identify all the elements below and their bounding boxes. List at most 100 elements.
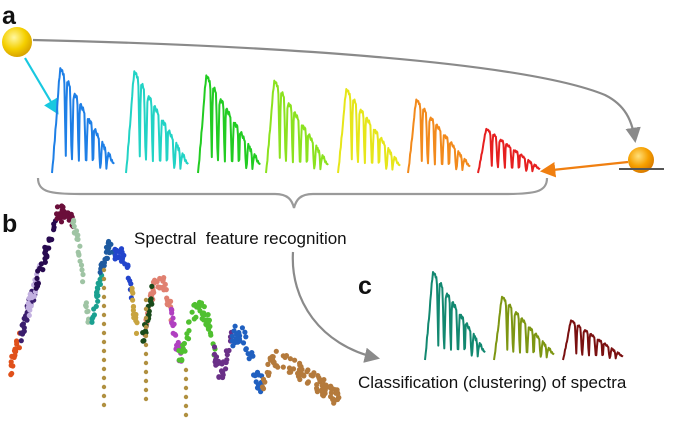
scatter-point bbox=[34, 275, 40, 281]
scatter-point bbox=[211, 344, 218, 350]
scatter-point bbox=[317, 377, 323, 383]
scatter-point bbox=[203, 321, 209, 327]
scatter-point bbox=[101, 303, 107, 309]
scatter-point bbox=[9, 370, 15, 377]
scatter-point bbox=[265, 372, 272, 378]
scatter-point bbox=[328, 394, 334, 400]
feature-recognition-caption: Spectral feature recognition bbox=[134, 229, 347, 248]
scatter-point bbox=[89, 316, 95, 322]
scatter-point bbox=[176, 357, 182, 363]
scatter-point bbox=[220, 359, 226, 365]
scatter-point bbox=[114, 247, 120, 253]
spectrum-4 bbox=[265, 79, 329, 174]
scatter-point bbox=[101, 294, 107, 300]
scatter-point bbox=[106, 245, 112, 251]
scatter-point bbox=[61, 214, 67, 220]
scatter-point bbox=[184, 331, 190, 337]
scatter-point bbox=[265, 361, 271, 367]
scatter-point bbox=[94, 290, 100, 296]
scatter-point bbox=[73, 228, 80, 234]
scatter-point bbox=[118, 246, 125, 252]
scatter-point bbox=[143, 297, 149, 303]
scatter-point bbox=[101, 366, 107, 372]
scatter-point bbox=[26, 302, 32, 308]
scatter-point bbox=[83, 302, 89, 308]
scatter-point bbox=[196, 305, 202, 311]
classification-arrow bbox=[291, 251, 381, 363]
scatter-point bbox=[172, 331, 178, 337]
scatter-point bbox=[160, 277, 166, 283]
scatter-point bbox=[223, 366, 229, 372]
high-sun-icon bbox=[2, 27, 32, 57]
scatter-point bbox=[59, 207, 65, 213]
scatter-point bbox=[75, 236, 81, 242]
scatter-point bbox=[97, 277, 104, 283]
scatter-point bbox=[249, 353, 255, 359]
scatter-point bbox=[311, 370, 317, 376]
scatter-point bbox=[48, 237, 54, 243]
scatter-point bbox=[292, 357, 298, 363]
scatter-point bbox=[108, 241, 114, 247]
spectrum-7 bbox=[477, 127, 541, 174]
scatter-point bbox=[20, 321, 26, 327]
orange-arrow bbox=[539, 160, 629, 178]
scatter-point bbox=[179, 349, 185, 355]
scatter-point bbox=[252, 372, 258, 378]
scatter-point bbox=[130, 297, 136, 303]
scatter-point bbox=[288, 369, 294, 375]
scatter-point bbox=[101, 276, 107, 282]
scatter-point bbox=[130, 303, 137, 310]
setting-sun-icon bbox=[628, 147, 654, 173]
cluster-spectra-row bbox=[424, 271, 624, 361]
scatter-point bbox=[175, 339, 181, 346]
scatter-point bbox=[189, 309, 195, 315]
scatter-point bbox=[103, 255, 109, 261]
scatter-point bbox=[101, 321, 107, 327]
scatter-point bbox=[287, 356, 293, 362]
scatter-point bbox=[198, 300, 205, 306]
spectrum-6 bbox=[407, 98, 471, 174]
scatter-point bbox=[204, 317, 210, 323]
scatter-point bbox=[143, 330, 149, 336]
scatter-point bbox=[243, 334, 249, 340]
scatter-point bbox=[122, 261, 128, 267]
scatter-point bbox=[22, 314, 28, 321]
scatter-point bbox=[283, 353, 290, 359]
scatter-point bbox=[101, 402, 107, 408]
scatter-point bbox=[164, 302, 171, 308]
scatter-point bbox=[184, 335, 190, 341]
scatter-point bbox=[230, 343, 236, 349]
scatter-point bbox=[143, 396, 149, 402]
scatter-point bbox=[183, 403, 189, 409]
scatter-point bbox=[101, 267, 107, 273]
scatter-point bbox=[143, 351, 149, 357]
cluster-spectrum-3 bbox=[562, 319, 624, 361]
scatter-point bbox=[63, 210, 69, 216]
scatter-point bbox=[12, 346, 19, 352]
scatter-point bbox=[8, 362, 14, 368]
scatter-point bbox=[11, 354, 17, 360]
scatter-point bbox=[68, 211, 74, 217]
scatter-point bbox=[213, 354, 220, 360]
cluster-spectrum-1 bbox=[424, 271, 486, 361]
scatter-point bbox=[66, 217, 72, 223]
scatter-point bbox=[14, 341, 20, 347]
scatter-point bbox=[143, 342, 149, 348]
scatter-point bbox=[143, 387, 149, 393]
scatter-point bbox=[319, 383, 325, 389]
scatter-point bbox=[328, 386, 334, 392]
scatter-point bbox=[149, 283, 155, 289]
scatter-point bbox=[101, 312, 107, 318]
scatter-point bbox=[51, 227, 57, 233]
scatter-point bbox=[54, 204, 61, 210]
scatter-point bbox=[183, 367, 189, 373]
scatter-point bbox=[207, 330, 214, 336]
scatter-point bbox=[18, 338, 24, 344]
scatter-point bbox=[101, 393, 107, 399]
classification-caption: Classification (clustering) of spectra bbox=[358, 373, 627, 392]
scatter-point bbox=[171, 321, 177, 327]
scatter-point bbox=[78, 262, 85, 268]
scatter-point bbox=[260, 386, 267, 392]
scatter-point bbox=[321, 390, 327, 396]
